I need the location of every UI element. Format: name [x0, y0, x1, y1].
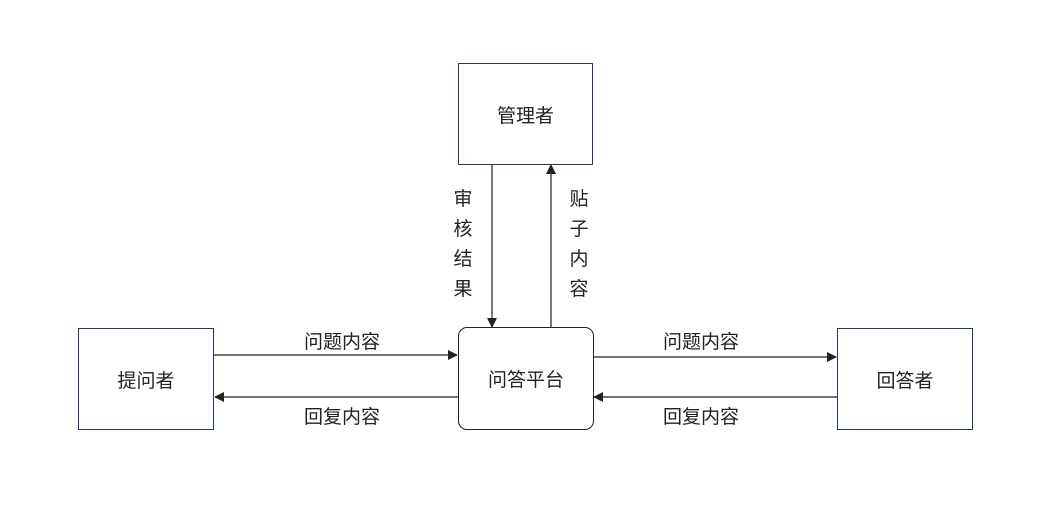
node-answerer: 回答者: [837, 328, 973, 430]
edge-label-asker-to-platform: 问题内容: [304, 331, 381, 353]
node-answerer-label: 回答者: [876, 369, 934, 392]
node-platform: 问答平台: [458, 327, 594, 430]
node-admin: 管理者: [458, 63, 593, 165]
edge-label-platform-to-answerer: 问题内容: [663, 331, 740, 353]
edge-label-admin-to-platform: 审核结果: [453, 188, 473, 300]
node-asker-label: 提问者: [117, 369, 175, 392]
edge-label-platform-to-asker: 回复内容: [304, 406, 381, 428]
edge-label-answerer-to-platform: 回复内容: [663, 406, 740, 428]
node-asker: 提问者: [78, 328, 214, 430]
node-admin-label: 管理者: [496, 104, 554, 127]
edge-label-platform-to-admin: 贴子内容: [569, 188, 589, 300]
node-platform-label: 问答平台: [487, 369, 564, 391]
